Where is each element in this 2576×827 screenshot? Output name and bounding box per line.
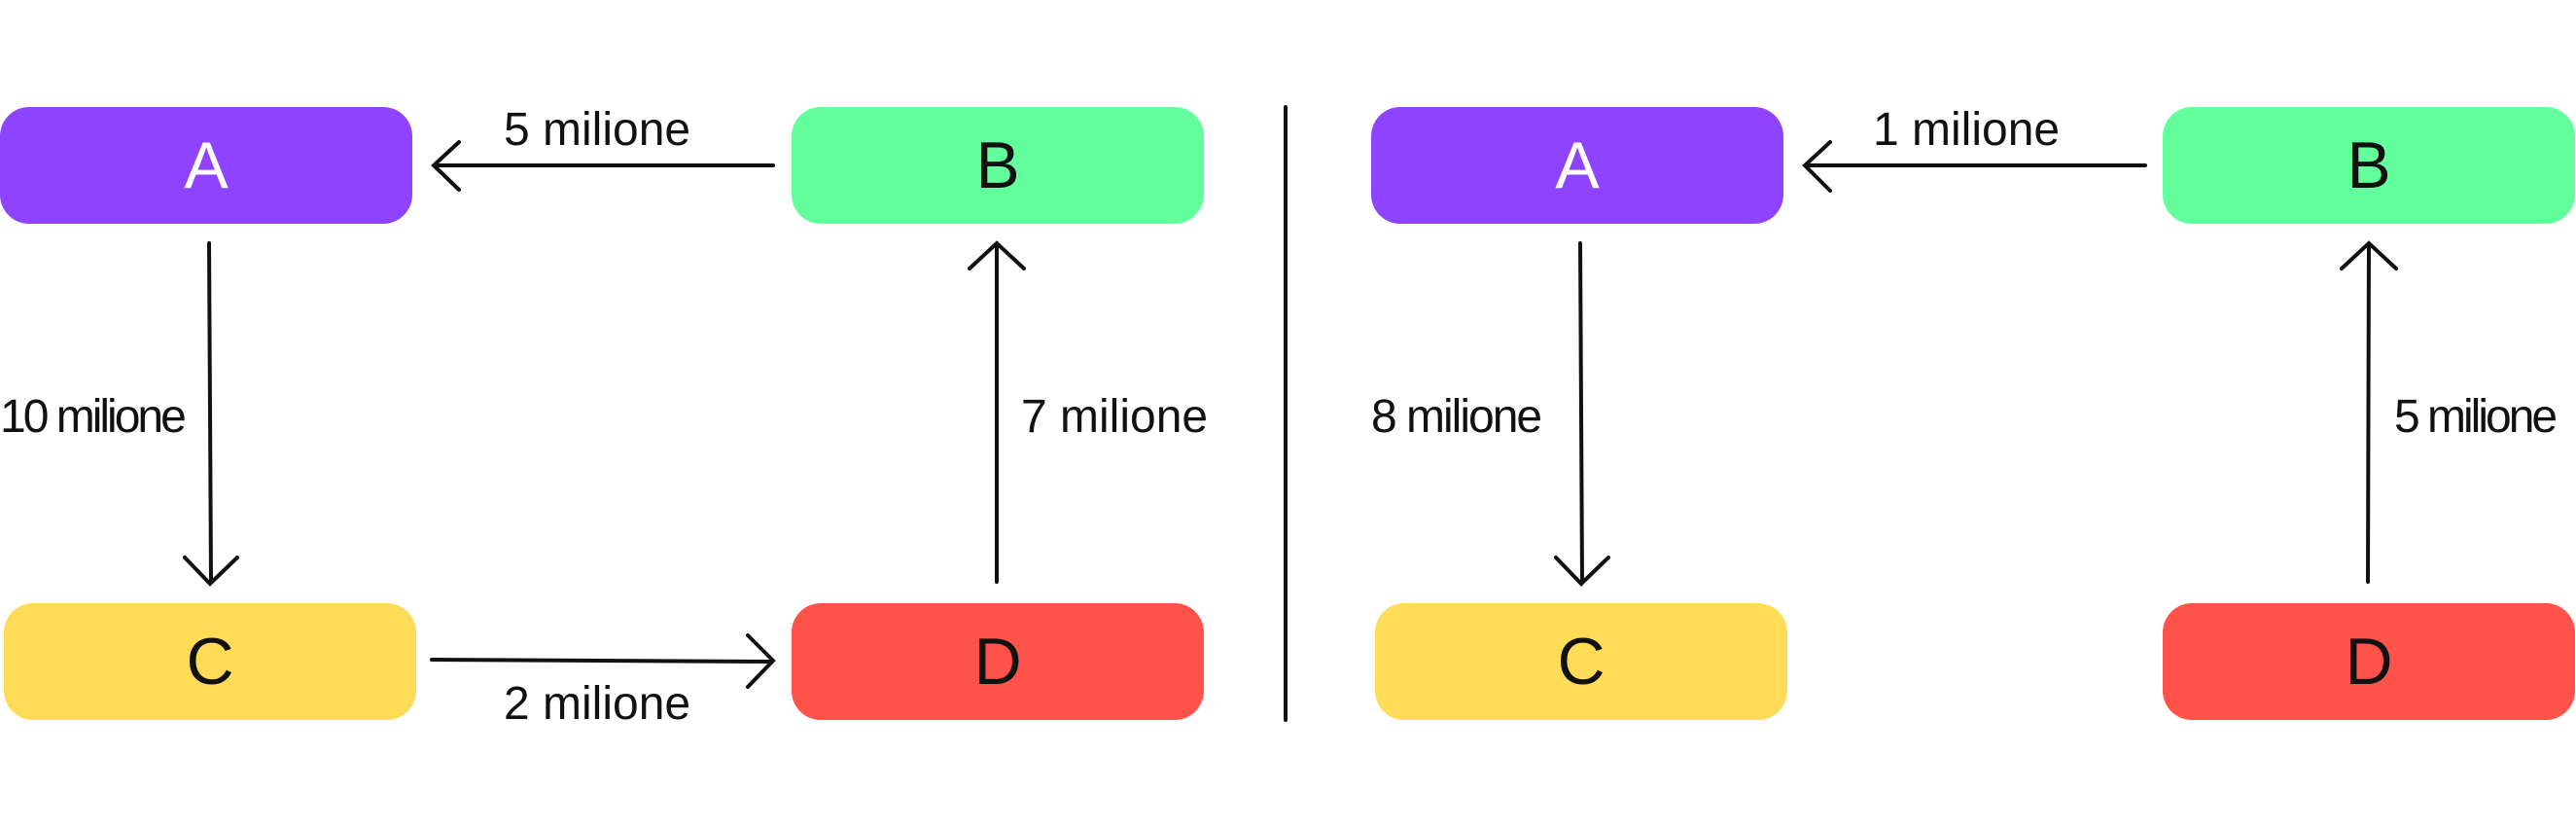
- left-node-a-label: A: [184, 128, 229, 202]
- right-node-d: D: [2163, 603, 2575, 720]
- right-node-a: A: [1371, 107, 1783, 224]
- right-edge-label-a-to-c: 8 milione: [1371, 391, 1542, 443]
- left-edge-label-a-to-c: 10 milione: [0, 391, 187, 443]
- right-edge-label-d-to-b: 5 milione: [2394, 391, 2558, 443]
- right-node-c-label: C: [1557, 625, 1606, 699]
- left-node-a: A: [0, 107, 412, 224]
- left-node-d-label: D: [973, 625, 1022, 699]
- left-arrow-c-to-d: [430, 633, 776, 689]
- left-node-b-label: B: [975, 128, 1020, 202]
- left-arrow-d-to-b: [968, 240, 1026, 584]
- right-node-a-label: A: [1555, 128, 1600, 202]
- left-node-d: D: [792, 603, 1204, 720]
- left-node-c: C: [4, 603, 416, 720]
- left-node-b: B: [792, 107, 1204, 224]
- right-arrow-b-to-a: [1802, 140, 2147, 193]
- right-node-c: C: [1375, 603, 1787, 720]
- right-node-b-label: B: [2347, 128, 2391, 202]
- left-edge-label-d-to-b: 7 milione: [1021, 391, 1209, 443]
- left-edge-label-c-to-d: 2 milione: [504, 678, 691, 730]
- right-node-b: B: [2163, 107, 2575, 224]
- left-edge-label-b-to-a: 5 milione: [504, 104, 691, 156]
- left-arrow-a-to-c: [183, 241, 239, 587]
- right-arrow-d-to-b: [2340, 240, 2398, 584]
- right-arrow-a-to-c: [1554, 241, 1610, 587]
- right-edge-label-b-to-a: 1 milione: [1873, 104, 2061, 156]
- left-node-c-label: C: [186, 625, 234, 699]
- right-node-d-label: D: [2345, 625, 2393, 699]
- left-arrow-b-to-a: [431, 140, 775, 192]
